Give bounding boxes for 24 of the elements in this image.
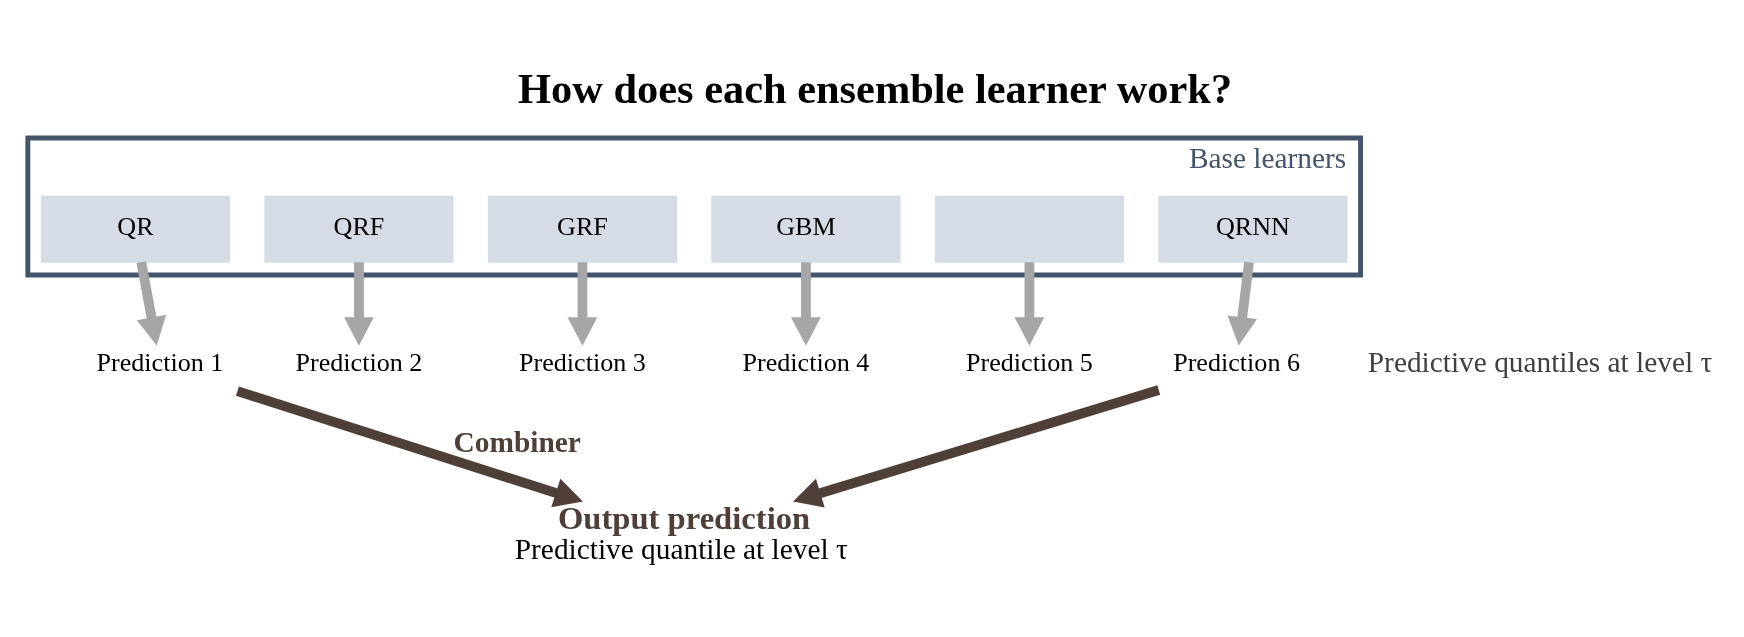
arrow: [793, 384, 1161, 507]
arrow: [1014, 261, 1045, 346]
node-text: Prediction 6: [1173, 347, 1300, 377]
label: Predictive quantiles at level τ: [1367, 345, 1713, 378]
node-text: Prediction 3: [519, 347, 646, 377]
node-text: Prediction 4: [742, 347, 870, 377]
node-box: GBM: [711, 195, 901, 263]
node-text: Prediction 1: [96, 347, 224, 377]
node-text: Prediction 2: [295, 347, 423, 377]
edge-label: Combiner: [453, 425, 581, 458]
node-box: QR: [40, 195, 231, 263]
arrow: [567, 261, 598, 346]
diagram-title: How does each ensemble learner work?: [518, 64, 1233, 112]
node-text: Prediction 5: [966, 347, 1093, 377]
arrow: [1227, 261, 1258, 346]
arrow: [344, 261, 374, 346]
node-text: Output prediction Predictive quantile at level τ: [514, 499, 848, 565]
node-box: GRF: [487, 195, 678, 263]
arrow: [235, 385, 583, 507]
node-box: [934, 195, 1125, 263]
node-box: QRF: [264, 195, 454, 263]
arrow: [791, 261, 821, 346]
node-box: QRNN: [1158, 195, 1348, 263]
arrow: [136, 260, 167, 345]
